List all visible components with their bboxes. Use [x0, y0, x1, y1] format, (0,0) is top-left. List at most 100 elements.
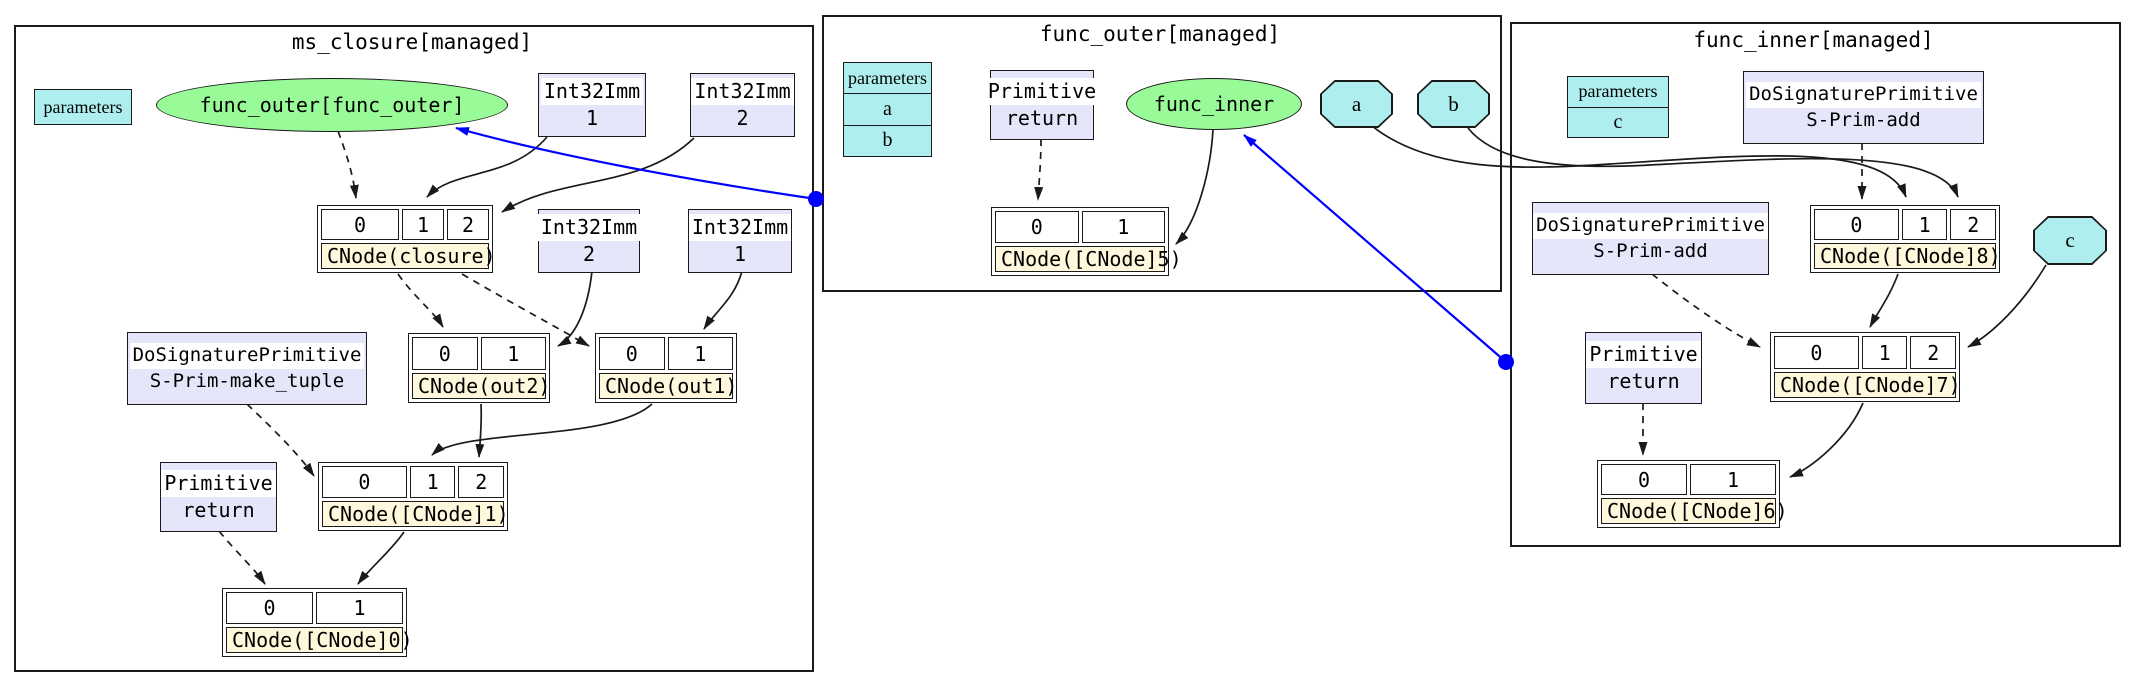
primitive-name: S-Prim-make_tuple: [149, 369, 345, 392]
cnode-label: CNode([CNode]5): [995, 246, 1182, 272]
cnode-label: CNode([CNode]1): [322, 501, 509, 527]
int32imm-type: Int32Imm: [537, 214, 641, 241]
parameters-table-func-inner: parameters c: [1567, 76, 1669, 138]
octagon-c: c: [2033, 216, 2107, 265]
primitive-return-fi: Primitive return: [1585, 332, 1702, 404]
cluster-ms-closure: [14, 25, 814, 672]
primitive-type: DoSignaturePrimitive: [1746, 81, 1981, 108]
parameter-a: a: [844, 94, 931, 126]
funcgraph-ellipse-func-outer: func_outer[func_outer]: [156, 78, 508, 132]
cnode-6: 0 1 CNode([CNode]6): [1597, 460, 1788, 528]
cnode-cell-1: 1: [1901, 209, 1948, 240]
octagon-label: c: [2065, 228, 2075, 252]
cnode-input-cells: 0 1 2: [1814, 209, 1997, 240]
cnode-cell-1: 1: [402, 209, 444, 240]
cluster-title-func-inner: func_inner[managed]: [1693, 28, 1934, 52]
octagon-label: a: [1351, 91, 1362, 116]
parameter-b: b: [844, 125, 931, 156]
cnode-cell-0: 0: [1814, 209, 1899, 240]
int32imm-value: 2: [582, 242, 596, 266]
int32imm-value: 1: [733, 242, 747, 266]
primitive-name: return: [182, 498, 255, 522]
octagon-a: a: [1320, 80, 1393, 128]
cnode-label: CNode(closure): [321, 243, 496, 269]
cnode-7: 0 1 2 CNode([CNode]7): [1770, 332, 1961, 402]
funcgraph-ellipse-func-inner: func_inner: [1126, 78, 1302, 130]
primitive-name: S-Prim-add: [1593, 239, 1708, 262]
cnode-cell-0: 0: [322, 466, 407, 498]
cnode-label: CNode(out1): [599, 373, 737, 399]
cnode-input-cells: 0 1: [1601, 464, 1776, 495]
s-prim-make-tuple: DoSignaturePrimitive S-Prim-make_tuple: [127, 332, 367, 405]
int32imm-type: Int32Imm: [688, 214, 792, 241]
cnode-out1: 0 1 CNode(out1): [595, 333, 737, 403]
cnode-cell-0: 0: [321, 209, 399, 240]
cnode-cell-2: 2: [447, 209, 489, 240]
cnode-input-cells: 0 1: [226, 592, 403, 624]
cnode-input-cells: 0 1: [412, 337, 546, 370]
cnode-input-cells: 0 1 2: [321, 209, 489, 240]
int32imm-top-2: Int32Imm 2: [690, 73, 795, 137]
parameters-header: parameters: [35, 90, 131, 124]
cluster-title-ms-closure: ms_closure[managed]: [291, 30, 533, 54]
cnode-cell-1: 1: [1861, 336, 1908, 369]
primitive-type: Primitive: [984, 78, 1100, 105]
cnode-cell-2: 2: [458, 466, 505, 498]
cluster-func-inner: [1510, 22, 2121, 547]
cnode-cell-2: 2: [1950, 209, 1997, 240]
parameters-header: parameters: [1568, 77, 1668, 108]
cnode-cell-1: 1: [1081, 211, 1165, 243]
octagon-fill: [2034, 217, 2106, 264]
cnode-cell-0: 0: [599, 337, 665, 370]
cnode-label: CNode(out2): [412, 373, 550, 399]
primitive-name: return: [1607, 369, 1680, 393]
cnode-cell-1: 1: [409, 466, 456, 498]
primitive-name: S-Prim-add: [1806, 108, 1921, 131]
int32imm-mid-1: Int32Imm 1: [688, 209, 792, 273]
octagon-fill: [1418, 81, 1489, 127]
cnode-input-cells: 0 1 2: [322, 466, 505, 498]
cnode-8: 0 1 2 CNode([CNode]8): [1810, 205, 2001, 273]
primitive-type: Primitive: [1586, 341, 1701, 368]
cnode-out2: 0 1 CNode(out2): [408, 333, 550, 403]
cnode-cell-0: 0: [1601, 464, 1687, 495]
octagon-fill: [1321, 81, 1392, 127]
cnode-label: CNode([CNode]0): [226, 627, 413, 653]
cnode-0: 0 1 CNode([CNode]0): [222, 588, 413, 657]
int32imm-value: 2: [736, 106, 749, 130]
int32imm-value: 1: [585, 106, 599, 130]
primitive-type: Primitive: [161, 470, 276, 497]
cnode-1: 0 1 2 CNode([CNode]1): [318, 462, 509, 531]
int32imm-type: Int32Imm: [540, 78, 644, 105]
primitive-return-fo: Primitive return: [984, 70, 1100, 140]
cnode-cell-1: 1: [667, 337, 733, 370]
primitive-type: DoSignaturePrimitive: [129, 342, 365, 369]
cnode-cell-0: 0: [412, 337, 478, 370]
cnode-cell-0: 0: [226, 592, 313, 624]
cnode-cell-1: 1: [316, 592, 403, 624]
cluster-title-func-outer: func_outer[managed]: [1039, 22, 1281, 46]
parameters-table-func-outer: parameters a b: [843, 62, 932, 157]
cnode-cell-1: 1: [1690, 464, 1776, 495]
cnode-closure: 0 1 2 CNode(closure): [317, 205, 496, 273]
cnode-cell-0: 0: [995, 211, 1079, 243]
int32imm-mid-2: Int32Imm 2: [537, 209, 641, 273]
cnode-cell-2: 2: [1910, 336, 1957, 369]
parameter-c: c: [1568, 107, 1668, 137]
parameters-header: parameters: [844, 63, 931, 95]
cnode-cell-0: 0: [1774, 336, 1859, 369]
int32imm-top-1: Int32Imm 1: [538, 73, 646, 137]
octagon-label: b: [1448, 91, 1459, 116]
cnode-cell-1: 1: [480, 337, 546, 370]
primitive-name: return: [1005, 106, 1079, 130]
cnode-label: CNode([CNode]7): [1774, 372, 1961, 398]
octagon-b: b: [1417, 80, 1490, 128]
s-prim-add-top: DoSignaturePrimitive S-Prim-add: [1743, 71, 1984, 144]
cnode-label: CNode([CNode]6): [1601, 498, 1788, 524]
parameters-table-ms-closure: parameters: [34, 89, 132, 125]
cnode-5: 0 1 CNode([CNode]5): [991, 207, 1182, 276]
cnode-label: CNode([CNode]8): [1814, 243, 2001, 269]
primitive-type: DoSignaturePrimitive: [1533, 212, 1768, 239]
cnode-input-cells: 0 1: [995, 211, 1165, 243]
